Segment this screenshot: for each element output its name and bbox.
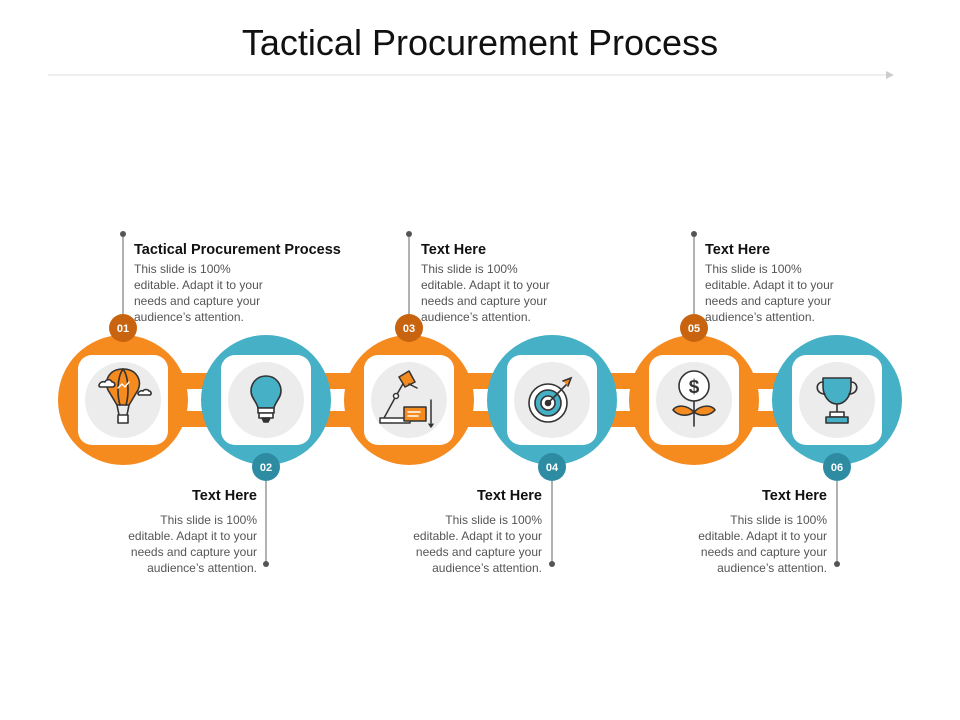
step-06-description-line: audience’s attention. (717, 561, 827, 575)
step-03-number-badge (395, 314, 423, 342)
step-04-number: 04 (546, 462, 559, 474)
step-04-text-block: Text Here This slide is 100% editable. A… (302, 486, 542, 576)
step-01-description-line: audience’s attention. (134, 310, 244, 324)
step-03-description: This slide is 100% editable. Adapt it to… (421, 261, 661, 325)
step-05-description-line: audience’s attention. (705, 310, 815, 324)
step-01-text-block: Tactical Procurement Process This slide … (134, 240, 374, 325)
step-02-description-line: audience’s attention. (147, 561, 257, 575)
step-04-leader-dot (549, 561, 555, 567)
step-01-description-line: editable. Adapt it to your (134, 278, 263, 292)
step-04-description: This slide is 100% editable. Adapt it to… (302, 512, 542, 576)
desk-lamp-workspace-icon (379, 370, 434, 428)
step-02-number: 02 (260, 462, 272, 474)
step-05-description-line: This slide is 100% (705, 262, 802, 276)
step-01-description: This slide is 100% editable. Adapt it to… (134, 261, 374, 325)
step-01-leader-dot (120, 231, 126, 237)
step-06-number: 06 (831, 462, 843, 474)
step-02-heading: Text Here (191, 488, 257, 504)
step-03-leader-dot (406, 231, 412, 237)
step-04-description-line: editable. Adapt it to your (413, 529, 542, 543)
step-02-description-line: editable. Adapt it to your (128, 529, 257, 543)
step-05-description-line: needs and capture your (705, 294, 832, 308)
svg-text:$: $ (689, 377, 700, 398)
title-divider-arrow (48, 71, 894, 79)
step-01-description-line: needs and capture your (134, 294, 261, 308)
step-03-text-block: Text Here This slide is 100% editable. A… (421, 240, 661, 325)
step-03-number: 03 (403, 323, 415, 335)
step-05-leader-dot (691, 231, 697, 237)
connector-1-bottom (180, 411, 208, 427)
step-05-description: This slide is 100% editable. Adapt it to… (705, 261, 945, 325)
step-06-text-block: Text Here This slide is 100% editable. A… (587, 486, 827, 576)
step-02-number-badge (252, 453, 280, 481)
step-01-number: 01 (117, 323, 129, 335)
step-02-leader-dot (263, 561, 269, 567)
step-03-description-line: needs and capture your (421, 294, 548, 308)
step-04-description-line: needs and capture your (415, 545, 542, 559)
step-03-description-line: editable. Adapt it to your (421, 278, 550, 292)
light-bulb-icon (250, 375, 282, 423)
step-04-heading: Text Here (476, 488, 542, 504)
step-04-description-line: audience’s attention. (432, 561, 542, 575)
page-title: Tactical Procurement Process (241, 22, 719, 63)
step-03-heading: Text Here (421, 242, 487, 258)
step-03: 03 (344, 231, 474, 465)
connector-1-top (180, 373, 208, 389)
step-03-description-line: audience’s attention. (421, 310, 531, 324)
step-05-heading: Text Here (705, 242, 771, 258)
step-06-description: This slide is 100% editable. Adapt it to… (587, 512, 827, 576)
step-05-description-line: editable. Adapt it to your (705, 278, 834, 292)
step-04-description-line: This slide is 100% (445, 513, 542, 527)
step-06: 06 (772, 335, 902, 567)
step-01: 01 (58, 231, 188, 465)
step-02-description-line: needs and capture your (130, 545, 257, 559)
step-02-description: This slide is 100% editable. Adapt it to… (17, 512, 257, 576)
hot-air-balloon-icon (98, 368, 152, 424)
step-04-number-badge (538, 453, 566, 481)
step-05-number-badge (680, 314, 708, 342)
target-arrow-icon (528, 376, 573, 423)
step-06-description-line: needs and capture your (700, 545, 827, 559)
step-06-number-badge (823, 453, 851, 481)
step-02-text-block: Text Here This slide is 100% editable. A… (17, 486, 257, 576)
step-06-description-line: editable. Adapt it to your (698, 529, 827, 543)
step-01-number-badge (109, 314, 137, 342)
trophy-icon (816, 377, 858, 424)
money-plant-icon: $ (672, 370, 716, 427)
step-01-heading: Tactical Procurement Process (134, 242, 341, 258)
step-02-description-line: This slide is 100% (160, 513, 257, 527)
step-06-leader-dot (834, 561, 840, 567)
step-06-description-line: This slide is 100% (730, 513, 827, 527)
step-06-heading: Text Here (761, 488, 827, 504)
step-01-description-line: This slide is 100% (134, 262, 231, 276)
step-05: $ 05 (629, 231, 759, 465)
step-03-description-line: This slide is 100% (421, 262, 518, 276)
step-05-text-block: Text Here This slide is 100% editable. A… (705, 240, 945, 325)
step-02: 02 (201, 335, 331, 567)
step-04: 04 (487, 335, 617, 567)
step-05-number: 05 (688, 323, 700, 335)
